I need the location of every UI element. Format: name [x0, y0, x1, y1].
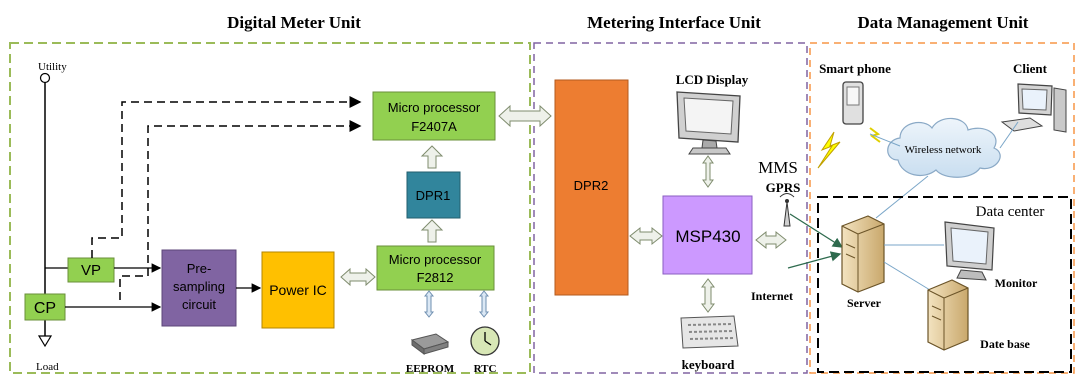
load-label: Load: [36, 361, 59, 373]
client-computer-icon: [1000, 83, 1067, 133]
digital-meter-unit-title: Digital Meter Unit: [227, 13, 361, 32]
metering-interface-frame: [533, 42, 808, 374]
dpr1-label: DPR1: [416, 188, 451, 203]
server-label: Server: [847, 296, 882, 310]
digital-meter-frame: [9, 42, 531, 374]
wireless-network-cloud-icon: [887, 117, 1001, 178]
presampling-line3: circuit: [182, 297, 216, 312]
database-label: Date base: [980, 337, 1030, 351]
micro-processor-f2812-box: [376, 245, 495, 291]
monitor-icon: [944, 221, 995, 281]
dashed-cp-line: [119, 120, 362, 300]
server-database-line: [883, 261, 931, 291]
cp-label: CP: [34, 300, 56, 317]
mms-label: MMS: [758, 158, 798, 177]
keyboard-icon: [680, 315, 739, 349]
smart-phone-icon: [842, 81, 864, 125]
database-icon: [927, 279, 969, 351]
eeprom-label: EEPROM: [406, 363, 455, 375]
power-ic-label: Power IC: [269, 282, 327, 298]
gprs-label: GPRS: [766, 180, 801, 195]
mp-f2407a-line2: F2407A: [411, 119, 457, 134]
dpr2-label: DPR2: [574, 178, 609, 193]
rtc-clock-icon: [470, 326, 500, 356]
power-ic-f2812-link: [340, 267, 376, 287]
presampling-line1: Pre-: [187, 261, 212, 276]
mp-f2812-line2: F2812: [417, 270, 454, 285]
client-cloud-line: [999, 121, 1019, 149]
vp-label: VP: [81, 262, 101, 279]
rtc-link: [478, 290, 490, 318]
dpr2-box: [554, 79, 629, 296]
monitor-label: Monitor: [995, 276, 1038, 290]
dpr1-box: [406, 171, 461, 219]
eeprom-link: [423, 290, 435, 318]
antenna-icon: [779, 193, 795, 227]
lcd-msp430-link: [702, 155, 714, 188]
utility-terminal-icon: [39, 72, 51, 84]
load-terminal-icon: [37, 335, 53, 348]
f2407a-dpr2-link: [498, 104, 552, 128]
keyboard-label: keyboard: [682, 357, 736, 372]
lcd-monitor-icon: [676, 91, 741, 155]
msp430-keyboard-link: [701, 278, 715, 313]
data-management-unit-title: Data Management Unit: [858, 13, 1029, 32]
small-bolt-icon: [869, 127, 881, 143]
gprs-server-line: [789, 213, 844, 248]
micro-processor-f2407a-box: [372, 91, 496, 141]
smart-phone-label: Smart phone: [819, 61, 891, 76]
phone-cloud-line: [869, 133, 901, 147]
lightning-bolt-icon: [817, 131, 841, 169]
msp430-internet-link: [755, 230, 787, 250]
dpr1-f2407a-arrow: [420, 145, 444, 169]
presampling-line2: sampling: [173, 279, 225, 294]
power-ic-box: [261, 251, 335, 329]
utility-label: Utility: [38, 61, 67, 73]
internet-label: Internet: [751, 289, 793, 303]
rtc-label: RTC: [474, 363, 497, 375]
f2812-dpr1-arrow: [420, 219, 444, 243]
mp-f2812-line1: Micro processor: [389, 252, 482, 267]
metering-interface-unit-title: Metering Interface Unit: [587, 13, 761, 32]
wireless-network-label: Wireless network: [905, 144, 982, 156]
server-icon: [841, 215, 885, 293]
mp-f2407a-line1: Micro processor: [388, 100, 481, 115]
data-center-label: Data center: [976, 204, 1045, 220]
vp-box: [67, 257, 115, 283]
msp430-box: [662, 195, 753, 275]
data-center-frame: [817, 196, 1072, 373]
eeprom-icon: [410, 333, 450, 355]
dashed-vp-line: [91, 96, 362, 258]
dpr2-msp430-link: [629, 226, 663, 246]
msp430-label: MSP430: [675, 227, 740, 246]
client-label: Client: [1013, 61, 1048, 76]
internet-server-line: [787, 251, 842, 269]
lcd-display-label: LCD Display: [676, 72, 749, 87]
